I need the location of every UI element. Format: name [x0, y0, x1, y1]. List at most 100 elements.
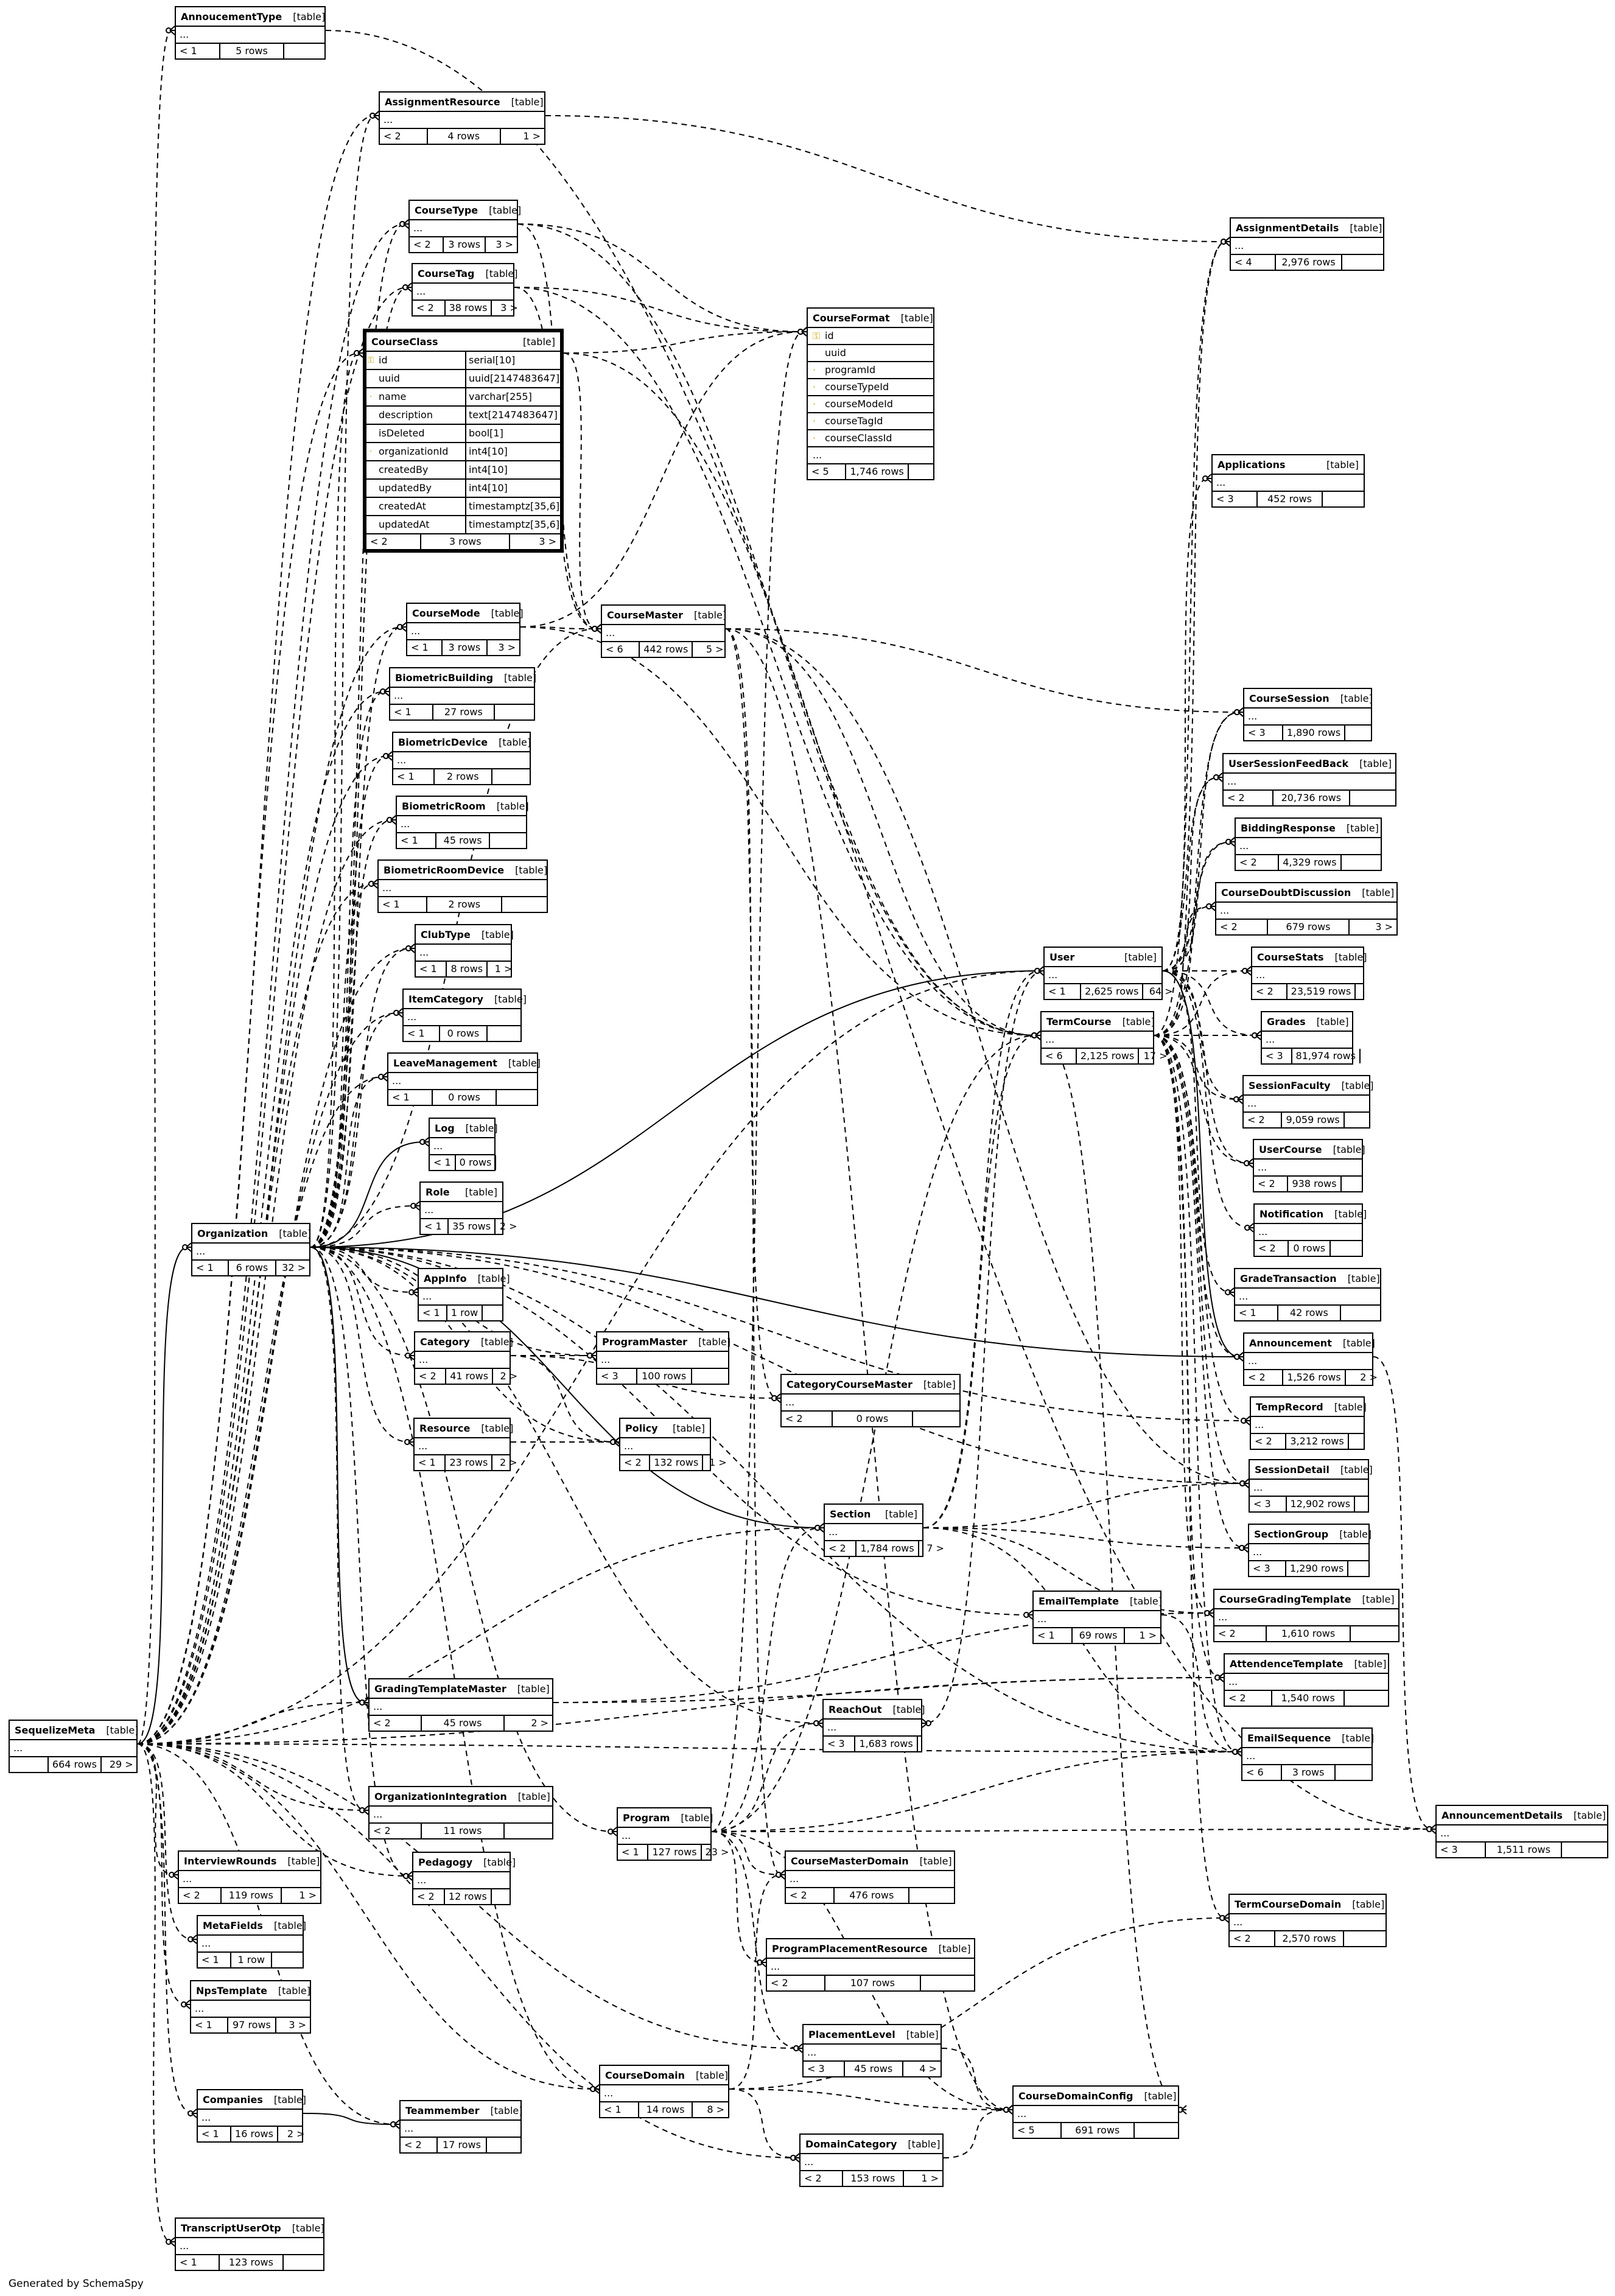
children-link[interactable]: 4 > — [919, 2063, 937, 2074]
parents-link[interactable]: < 2 — [1255, 1241, 1289, 1256]
parents-link[interactable]: < 1 — [600, 2102, 640, 2117]
parents-link[interactable]: < 2 — [380, 129, 428, 144]
parents-link[interactable]: < 2 — [401, 2138, 438, 2152]
children-link[interactable]: 1 > — [494, 963, 513, 975]
children-link[interactable] — [1341, 1306, 1380, 1320]
parents-link[interactable]: < 2 — [410, 237, 444, 252]
parents-link[interactable]: < 1 — [176, 2255, 220, 2270]
parents-link[interactable]: < 2 — [1224, 791, 1273, 805]
parents-link[interactable]: < 2 — [1230, 1931, 1276, 1946]
parents-link[interactable]: < 3 — [1244, 726, 1283, 740]
parents-link[interactable]: < 3 — [1262, 1049, 1292, 1063]
children-link[interactable]: 7 > — [927, 1542, 944, 1554]
parents-link[interactable]: < 1 — [192, 1261, 229, 1275]
children-link[interactable] — [1345, 726, 1381, 740]
parents-link[interactable]: < 2 — [1251, 1434, 1287, 1449]
parents-link[interactable]: < 2 — [767, 1976, 825, 1990]
children-link[interactable] — [1348, 1561, 1382, 1576]
children-link[interactable]: 2 > — [531, 1717, 548, 1729]
children-link[interactable] — [1342, 255, 1383, 270]
children-link[interactable] — [496, 1155, 517, 1170]
children-link[interactable] — [921, 1976, 974, 1990]
children-link[interactable] — [1342, 855, 1381, 870]
children-link[interactable] — [1345, 1113, 1379, 1127]
parents-link[interactable]: < 2 — [1225, 1691, 1273, 1706]
parents-link[interactable]: < 6 — [1042, 1049, 1077, 1063]
children-link[interactable] — [1349, 1434, 1381, 1449]
children-link[interactable]: 64 > — [1149, 985, 1173, 997]
children-link[interactable]: 23 > — [705, 1846, 729, 1858]
children-link[interactable]: 2 > — [1360, 1371, 1378, 1383]
children-link[interactable] — [1342, 1177, 1373, 1191]
parents-link[interactable]: < 2 — [1236, 855, 1280, 870]
children-link[interactable] — [488, 1026, 520, 1041]
children-link[interactable]: 17 > — [1143, 1050, 1168, 1062]
children-link[interactable] — [284, 44, 324, 58]
children-link[interactable] — [1331, 1241, 1362, 1256]
children-link[interactable] — [909, 1888, 954, 1903]
children-link[interactable] — [1356, 984, 1387, 999]
parents-link[interactable]: < 2 — [1254, 1177, 1289, 1191]
parents-link[interactable]: < 2 — [1216, 920, 1269, 934]
parents-link[interactable]: < 1 — [388, 1090, 433, 1105]
children-link[interactable] — [913, 1412, 959, 1426]
children-link[interactable] — [1350, 791, 1395, 805]
children-link[interactable]: 32 > — [282, 1262, 306, 1273]
parents-link[interactable]: < 1 — [198, 1953, 232, 1967]
children-link[interactable] — [1344, 1931, 1386, 1946]
children-link[interactable]: 1 > — [299, 1889, 317, 1901]
parents-link[interactable]: < 1 — [419, 1306, 447, 1320]
children-link[interactable] — [495, 705, 534, 719]
parents-link[interactable]: < 2 — [1252, 984, 1287, 999]
parents-link[interactable]: < 1 — [1045, 984, 1082, 999]
parents-link[interactable]: < 6 — [602, 642, 640, 657]
children-link[interactable] — [284, 2255, 323, 2270]
parents-link[interactable]: < 1 — [421, 1219, 449, 1234]
children-link[interactable] — [1361, 1049, 1388, 1063]
parents-link[interactable]: < 2 — [179, 1888, 222, 1903]
children-link[interactable]: 2 > — [287, 2128, 305, 2140]
children-link[interactable]: 3 > — [539, 536, 556, 547]
parents-link[interactable]: < 1 — [415, 1455, 446, 1470]
parents-link[interactable]: < 5 — [1014, 2123, 1062, 2138]
